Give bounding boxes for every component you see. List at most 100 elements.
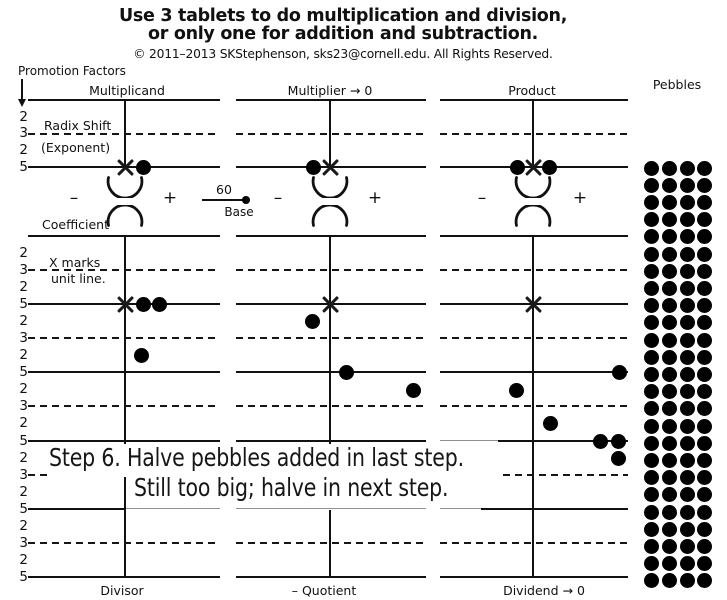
grid-line [28, 405, 220, 407]
grid-line [28, 337, 220, 339]
minus-sign: – [273, 188, 283, 208]
tablet-center-line [123, 477, 127, 577]
exponent-label: (Exponent) [41, 140, 111, 155]
supply-pebble [661, 263, 677, 279]
base-pointer-line [202, 199, 244, 201]
factor-label-5: 5 [19, 432, 28, 449]
grid-line [440, 508, 481, 510]
title-line-2: or only one for addition and subtraction… [148, 23, 538, 44]
supply-pebble [661, 298, 677, 314]
factor-label-3: 3 [19, 534, 28, 551]
supply-pebble [679, 504, 695, 520]
factor-label-2: 2 [19, 414, 28, 431]
supply-pebble [644, 418, 659, 434]
copyright-text: © 2011–2013 SKStephenson, sks23@cornell.… [133, 47, 553, 61]
supply-pebble [644, 315, 659, 331]
supply-pebble [679, 418, 695, 434]
factor-label-2: 2 [19, 244, 28, 261]
base-value: 60 [216, 182, 232, 197]
pebble [592, 433, 608, 449]
x-mark [321, 295, 340, 314]
pebble [509, 159, 525, 175]
grid-line [236, 98, 426, 102]
radix-shift-label: Radix Shift [44, 118, 112, 133]
pebble [151, 296, 167, 312]
factor-label-3: 3 [19, 261, 28, 278]
grid-line [28, 234, 220, 238]
factor-label-5: 5 [19, 295, 28, 312]
tablet-top-label-1: Multiplier → 0 [287, 83, 373, 98]
supply-pebble [697, 401, 713, 417]
supply-pebble [679, 298, 695, 314]
factor-label-3: 3 [19, 397, 28, 414]
factor-label-2: 2 [19, 278, 28, 295]
minus-sign: – [69, 188, 79, 208]
supply-pebble [644, 349, 659, 365]
supply-pebble [697, 435, 713, 451]
supply-pebble [644, 435, 659, 451]
supply-pebble [697, 280, 713, 296]
supply-pebble [661, 315, 677, 331]
supply-pebble [661, 538, 677, 554]
supply-pebble [644, 177, 659, 193]
supply-pebble [679, 556, 695, 572]
down-arrow-icon [17, 99, 26, 107]
supply-pebble [644, 401, 659, 417]
grid-line [236, 439, 426, 443]
supply-pebble [661, 366, 677, 382]
tablet-bottom-label-2: Dividend → 0 [503, 583, 585, 598]
grid-line [440, 132, 628, 135]
grid-line [440, 575, 628, 579]
grid-line [440, 269, 628, 271]
supply-pebble [697, 246, 713, 262]
supply-pebble [644, 452, 659, 468]
supply-pebble [697, 315, 713, 331]
supply-pebble [679, 212, 695, 228]
supply-pebble [644, 384, 659, 400]
tablet-center-line [123, 236, 127, 444]
supply-pebble [679, 401, 695, 417]
pebble [405, 382, 421, 398]
supply-pebble [679, 384, 695, 400]
grid-line [481, 507, 628, 511]
supply-pebble [697, 573, 713, 589]
factor-label-5: 5 [19, 363, 28, 380]
supply-pebble [679, 470, 695, 486]
factor-label-2: 2 [19, 483, 28, 500]
factor-label-2: 2 [19, 108, 28, 125]
factor-label-2: 2 [19, 551, 28, 568]
x-marks-note-line1: X marks [49, 255, 101, 270]
supply-pebble [697, 504, 713, 520]
grid-line [28, 507, 126, 511]
supply-pebble [697, 332, 713, 348]
pebble [133, 347, 149, 363]
supply-pebble [644, 263, 659, 279]
grid-line [236, 132, 426, 135]
supply-pebble [644, 366, 659, 382]
factor-label-3: 3 [19, 329, 28, 346]
supply-pebble [661, 470, 677, 486]
supply-pebble [661, 229, 677, 245]
supply-pebble [644, 487, 659, 503]
supply-pebble [679, 452, 695, 468]
step-note-line1: Step 6. Halve pebbles added in last step… [49, 443, 464, 472]
grid-line [440, 98, 628, 102]
supply-pebble [661, 452, 677, 468]
supply-pebble [661, 384, 677, 400]
grid-line [440, 337, 628, 339]
arc-down-icon [514, 205, 552, 227]
grid-line [236, 508, 426, 510]
supply-pebble [644, 194, 659, 210]
supply-pebble [679, 177, 695, 193]
title-line-1: Use 3 tablets to do multiplication and d… [118, 6, 568, 26]
supply-pebble [697, 263, 713, 279]
supply-pebble [661, 435, 677, 451]
grid-line [28, 474, 50, 476]
coefficient-label: Coefficient [42, 217, 110, 232]
supply-pebble [697, 452, 713, 468]
arc-down-icon [311, 205, 349, 227]
supply-pebble [679, 194, 695, 210]
tablet-bottom-label-1: – Quotient [291, 583, 357, 598]
supply-pebble [679, 315, 695, 331]
x-mark [321, 158, 340, 177]
